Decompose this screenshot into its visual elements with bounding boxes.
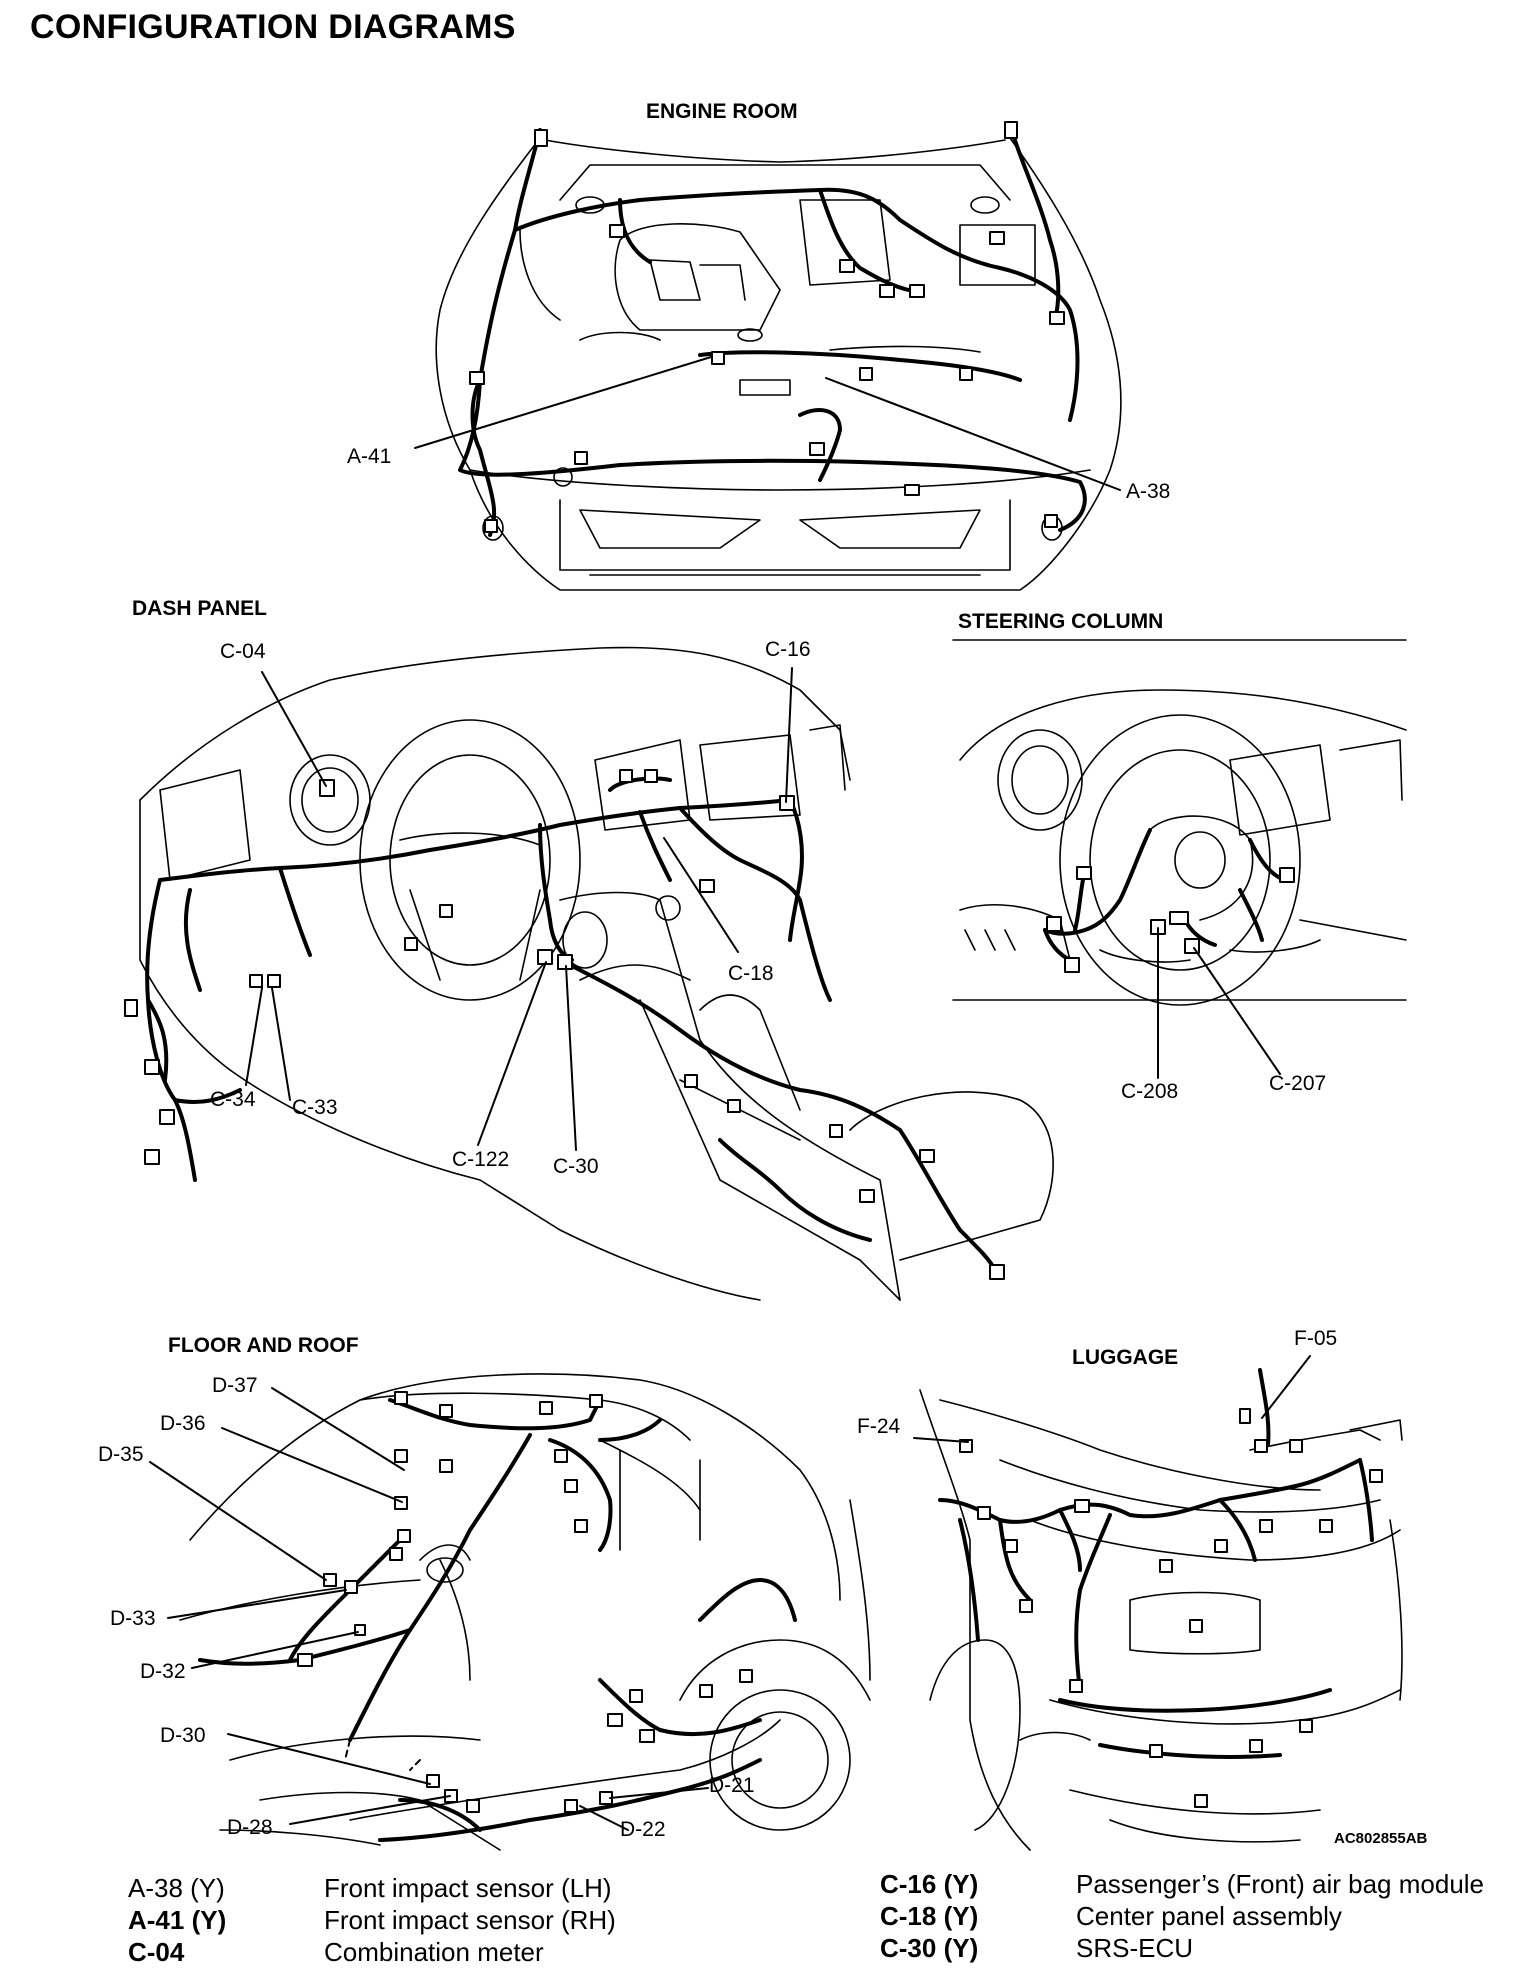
floor-and-roof-leader-lines bbox=[149, 1387, 709, 1831]
section-title-dash-panel: DASH PANEL bbox=[132, 597, 267, 620]
legend-desc: Front impact sensor (LH) bbox=[324, 1873, 612, 1903]
callout-d37: D-37 bbox=[212, 1374, 258, 1397]
engine-room-harness bbox=[458, 123, 1087, 537]
callout-d33: D-33 bbox=[110, 1607, 156, 1630]
callout-c30: C-30 bbox=[553, 1155, 599, 1178]
luggage-connectors bbox=[959, 1408, 1383, 1808]
engine-room-leader-lines bbox=[414, 356, 1121, 491]
legend-left: A-38 (Y) Front impact sensor (LH) A-41 (… bbox=[128, 1873, 648, 1973]
luggage-harness bbox=[938, 1368, 1374, 1759]
callout-d28: D-28 bbox=[227, 1816, 273, 1839]
callout-c208: C-208 bbox=[1121, 1080, 1179, 1103]
luggage-illustration bbox=[919, 1389, 1403, 1851]
callout-c04: C-04 bbox=[220, 640, 266, 663]
section-title-steering-column: STEERING COLUMN bbox=[958, 610, 1164, 633]
engine-room-connectors bbox=[469, 121, 1065, 533]
callout-c207: C-207 bbox=[1269, 1072, 1327, 1095]
legend-desc: Passenger’s (Front) air bag module bbox=[1076, 1869, 1485, 1899]
legend-code: C-04 bbox=[128, 1937, 185, 1967]
dash-panel-leader-lines bbox=[245, 667, 793, 1151]
page-title: CONFIGURATION DIAGRAMS bbox=[30, 8, 516, 46]
legend-code: A-41 (Y) bbox=[128, 1905, 227, 1935]
callout-c16: C-16 bbox=[765, 638, 811, 661]
callout-c34: C-34 bbox=[210, 1088, 256, 1111]
callout-d32: D-32 bbox=[140, 1660, 186, 1683]
steering-column-illustration bbox=[952, 639, 1407, 1006]
steering-column-leader-lines bbox=[1157, 927, 1281, 1079]
legend-desc: Combination meter bbox=[324, 1937, 544, 1967]
section-title-luggage: LUGGAGE bbox=[1072, 1346, 1179, 1369]
callout-d35: D-35 bbox=[98, 1443, 144, 1466]
callout-d22: D-22 bbox=[620, 1818, 666, 1841]
dash-panel-connectors bbox=[124, 769, 1005, 1280]
callout-c33: C-33 bbox=[292, 1096, 338, 1119]
legend-right: C-16 (Y) Passenger’s (Front) air bag mod… bbox=[880, 1869, 1520, 1969]
floor-and-roof-connectors bbox=[297, 1391, 753, 1813]
floor-and-roof-harness bbox=[198, 1398, 797, 1842]
legend-code: A-38 (Y) bbox=[128, 1873, 225, 1903]
legend-code: C-18 (Y) bbox=[880, 1901, 979, 1931]
callout-a41: A-41 bbox=[347, 445, 392, 468]
callout-a38: A-38 bbox=[1126, 480, 1171, 503]
reference-code: AC802855AB bbox=[1334, 1830, 1428, 1847]
legend-desc: Center panel assembly bbox=[1076, 1901, 1342, 1931]
callout-f05: F-05 bbox=[1294, 1327, 1338, 1350]
legend-code: C-16 (Y) bbox=[880, 1869, 979, 1899]
callout-c122: C-122 bbox=[452, 1148, 510, 1171]
legend-desc: SRS-ECU bbox=[1076, 1933, 1194, 1963]
luggage-leader-lines bbox=[913, 1355, 1311, 1443]
callout-d30: D-30 bbox=[160, 1724, 206, 1747]
callout-c18: C-18 bbox=[728, 962, 774, 985]
legend-code: C-30 (Y) bbox=[880, 1933, 979, 1963]
section-title-engine-room: ENGINE ROOM bbox=[646, 100, 798, 123]
dash-panel-harness bbox=[145, 776, 997, 1272]
callout-f24: F-24 bbox=[857, 1415, 901, 1438]
callout-d36: D-36 bbox=[160, 1412, 206, 1435]
dash-panel-illustration bbox=[139, 646, 1054, 1301]
engine-room-illustration bbox=[435, 137, 1122, 591]
section-title-floor-and-roof: FLOOR AND ROOF bbox=[168, 1334, 359, 1357]
floor-and-roof-illustration bbox=[179, 1373, 871, 1851]
legend-desc: Front impact sensor (RH) bbox=[324, 1905, 616, 1935]
callout-d21: D-21 bbox=[709, 1774, 755, 1797]
